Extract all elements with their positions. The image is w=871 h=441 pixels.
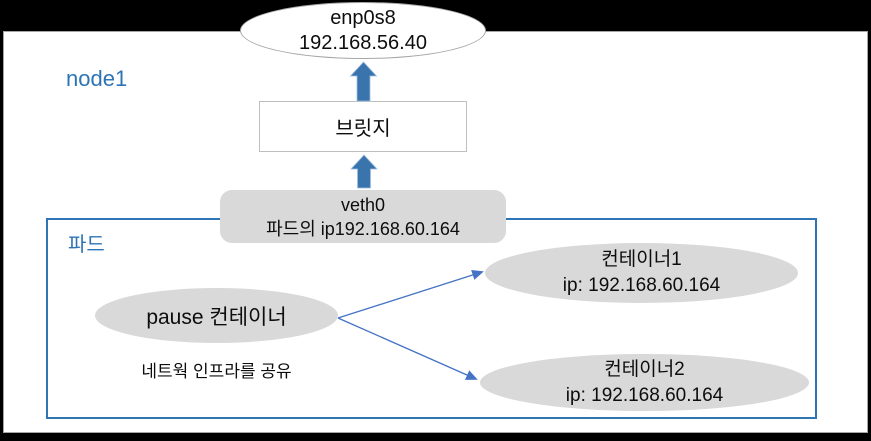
container2-name: 컨테이너2: [604, 358, 685, 380]
nic-ip: 192.168.56.40: [299, 31, 427, 54]
nic-name: enp0s8: [330, 6, 396, 29]
network-share-note: 네트웍 인프라를 공유: [141, 362, 292, 381]
veth-name: veth0: [340, 194, 386, 215]
container1-name: 컨테이너1: [601, 249, 682, 270]
veth-pod-ip: 파드의 ip192.168.60.164: [266, 218, 460, 239]
pause-container-ellipse: pause 컨테이너: [95, 288, 338, 343]
pod-label: 파드: [68, 234, 105, 256]
nic-ellipse: enp0s8 192.168.56.40: [240, 2, 486, 59]
node1-label: node1: [66, 66, 128, 91]
container1-ip: ip: 192.168.60.164: [562, 275, 721, 296]
bridge-box: 브릿지: [259, 101, 467, 152]
container2-ellipse: 컨테이너2 ip: 192.168.60.164: [480, 354, 809, 411]
pause-container-label: pause 컨테이너: [146, 305, 287, 329]
container1-ellipse: 컨테이너1 ip: 192.168.60.164: [485, 243, 798, 303]
bridge-label: 브릿지: [335, 118, 391, 140]
veth-box: veth0 파드의 ip192.168.60.164: [220, 190, 506, 243]
container2-ip: ip: 192.168.60.164: [565, 384, 724, 406]
